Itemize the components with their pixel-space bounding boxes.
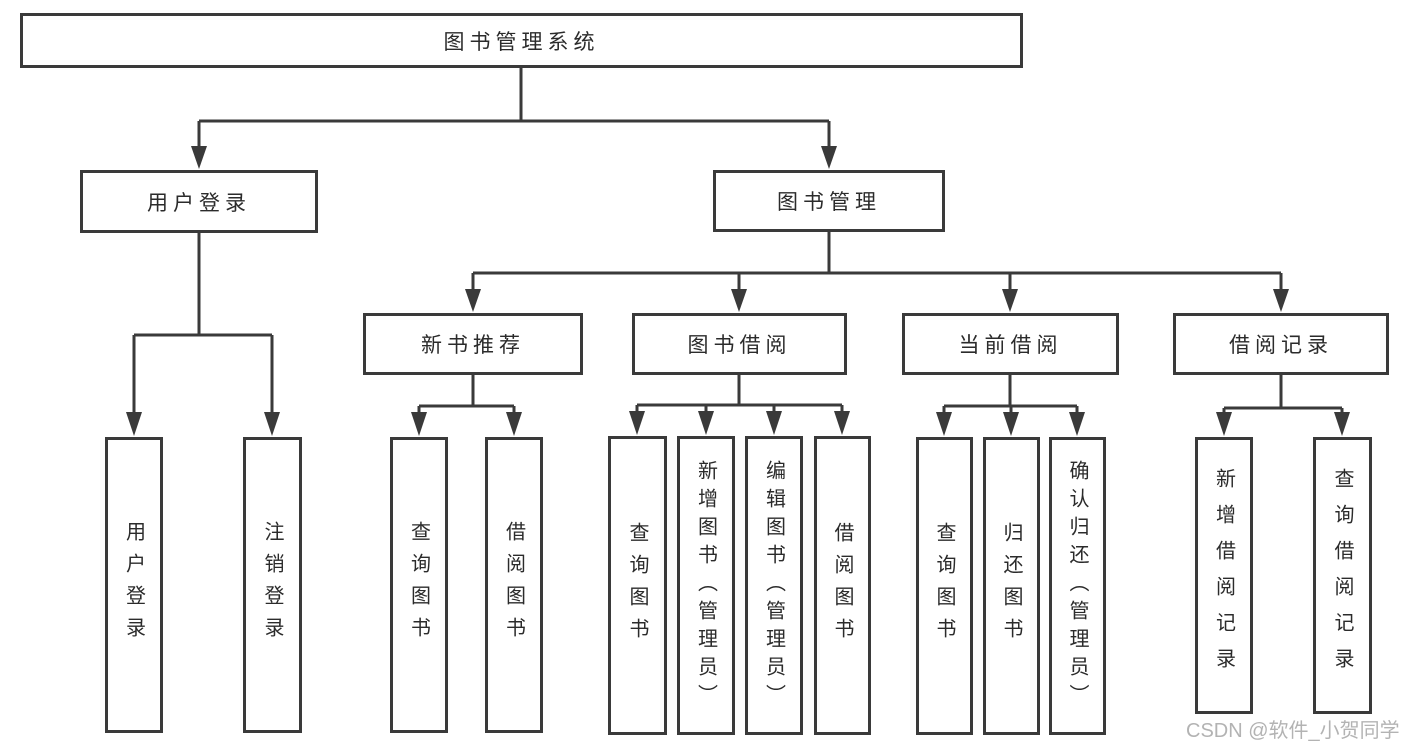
leaf-query-borrow-record: 查询借阅记录 <box>1313 437 1372 714</box>
leaf-return-books-label: 归还图书 <box>1000 522 1022 650</box>
leaf-logout: 注销登录 <box>243 437 302 733</box>
leaf-query-books-borrow-label: 查询图书 <box>626 521 648 650</box>
leaf-query-books-recommend: 查询图书 <box>390 437 448 733</box>
leaf-confirm-return-admin-label: 确认归还（管理员） <box>1066 460 1088 712</box>
leaf-add-books-admin: 新增图书（管理员） <box>677 436 735 735</box>
leaf-return-books: 归还图书 <box>983 437 1040 735</box>
leaf-edit-books-admin-label: 编辑图书（管理员） <box>762 459 785 712</box>
node-user-login: 用户登录 <box>80 170 318 233</box>
leaf-user-login: 用户登录 <box>105 437 163 733</box>
leaf-add-books-admin-label: 新增图书（管理员） <box>694 459 717 712</box>
node-book-borrowing: 图书借阅 <box>632 313 847 375</box>
node-current-borrowing-label: 当前借阅 <box>958 334 1063 357</box>
node-new-book-recommendation-label: 新书推荐 <box>421 334 525 357</box>
node-user-login-label: 用户登录 <box>147 191 251 215</box>
node-book-borrowing-label: 图书借阅 <box>687 334 792 357</box>
leaf-add-borrow-record: 新增借阅记录 <box>1195 437 1253 714</box>
leaf-query-books-current: 查询图书 <box>916 437 973 735</box>
watermark-text: CSDN @软件_小贺同学 <box>1186 720 1400 742</box>
leaf-borrow-books-borrow: 借阅图书 <box>814 436 871 735</box>
leaf-query-borrow-record-label: 查询借阅记录 <box>1331 467 1353 684</box>
leaf-query-books-current-label: 查询图书 <box>933 522 955 650</box>
leaf-borrow-books-recommend-label: 借阅图书 <box>502 521 525 649</box>
leaf-logout-label: 注销登录 <box>261 521 283 649</box>
leaf-borrow-books-borrow-label: 借阅图书 <box>831 521 853 650</box>
leaf-user-login-label: 用户登录 <box>122 521 145 649</box>
leaf-edit-books-admin: 编辑图书（管理员） <box>745 436 803 735</box>
node-library-system-label: 图书管理系统 <box>443 30 600 54</box>
node-book-management-label: 图书管理 <box>777 191 881 214</box>
leaf-query-books-borrow: 查询图书 <box>608 436 667 735</box>
leaf-query-books-recommend-label: 查询图书 <box>407 521 430 649</box>
node-borrowing-records-label: 借阅记录 <box>1229 334 1333 357</box>
leaf-borrow-books-recommend: 借阅图书 <box>485 437 543 733</box>
node-library-system: 图书管理系统 <box>20 13 1023 68</box>
leaf-confirm-return-admin: 确认归还（管理员） <box>1049 437 1106 735</box>
leaf-add-borrow-record-label: 新增借阅记录 <box>1212 467 1235 684</box>
node-borrowing-records: 借阅记录 <box>1173 313 1389 375</box>
node-book-management: 图书管理 <box>713 170 945 232</box>
node-current-borrowing: 当前借阅 <box>902 313 1119 375</box>
node-new-book-recommendation: 新书推荐 <box>363 313 583 375</box>
